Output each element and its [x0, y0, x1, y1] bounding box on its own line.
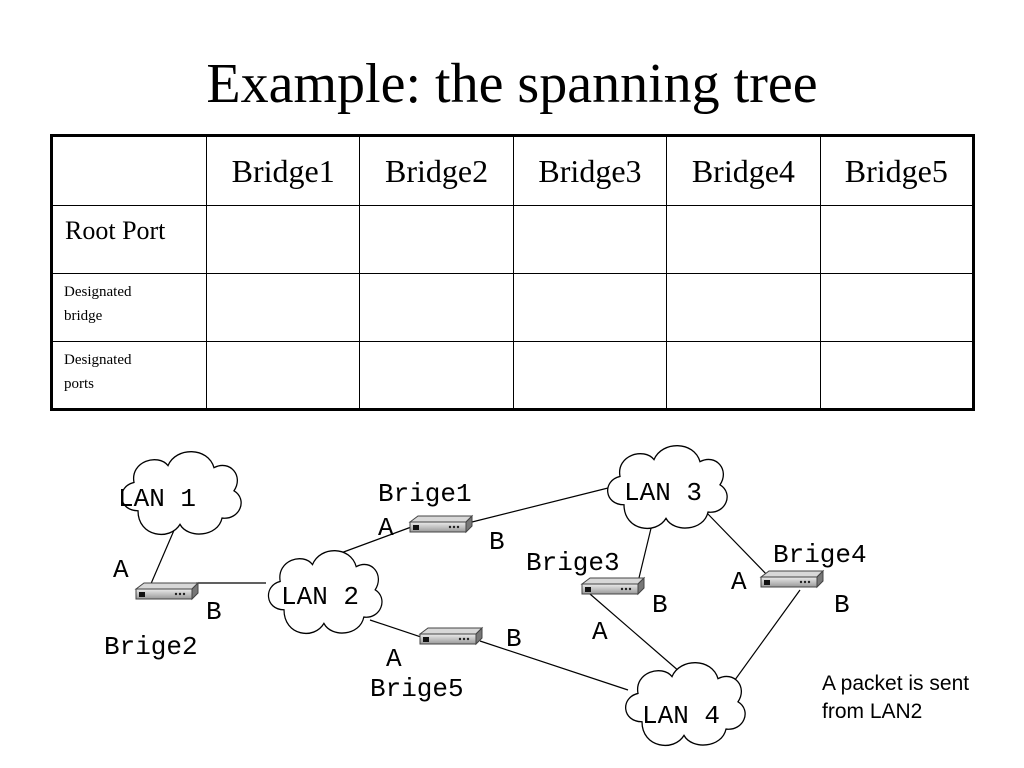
port-label-brige3-a: A [592, 617, 608, 647]
link-lan3-brige4 [705, 511, 771, 579]
port-label-brige4-b: B [834, 590, 850, 620]
row-label-designated-bridge: Designated bridge [64, 284, 132, 324]
table-cell [666, 205, 821, 274]
table-cell [666, 273, 821, 342]
port-label-brige3-b: B [652, 590, 668, 620]
table-row-designated-ports: Designated ports [51, 341, 975, 410]
table-cell [819, 205, 975, 274]
bridge-label-brige5: Brige5 [370, 674, 464, 704]
bridge-device-brige4 [760, 570, 824, 588]
lan-label-lan3: LAN 3 [624, 478, 702, 508]
lan-label-lan1: LAN 1 [118, 484, 196, 514]
bridge-device-brige3 [581, 577, 645, 595]
link-brige3-lan4 [589, 593, 681, 673]
table-cell [819, 273, 975, 342]
port-label-brige2-a: A [113, 555, 129, 585]
table-cell [205, 341, 361, 410]
spanning-tree-table: Bridge1 Bridge2 Bridge3 Bridge4 Bridge5 … [50, 134, 975, 411]
bridge-device-brige1 [409, 515, 473, 533]
row-label-cell: Designated bridge [51, 273, 207, 342]
bridge-label-brige2: Brige2 [104, 632, 198, 662]
row-label-cell: Root Port [51, 205, 207, 274]
table-cell [512, 341, 668, 410]
table-row-root-port: Root Port [51, 205, 975, 274]
bridge-device-brige2 [135, 582, 199, 600]
link-brige5-lan4 [479, 640, 629, 691]
link-lan2-brige1 [329, 525, 415, 558]
slide-title: Example: the spanning tree [206, 53, 818, 115]
table-row-designated-bridge: Designated bridge [51, 273, 975, 342]
table-header-bridge3: Bridge3 [512, 135, 668, 206]
bridge-device-brige5 [419, 627, 483, 645]
lan-label-lan2: LAN 2 [281, 582, 359, 612]
table-header-bridge2: Bridge2 [359, 135, 514, 206]
row-label-root-port: Root Port [65, 216, 166, 245]
port-label-brige1-b: B [489, 527, 505, 557]
packet-note: A packet is sent from LAN2 [822, 672, 970, 723]
lan-label-lan4: LAN 4 [642, 701, 720, 731]
row-label-designated-ports: Designated ports [64, 352, 132, 392]
port-label-brige5-b: B [506, 624, 522, 654]
table-cell [359, 341, 514, 410]
port-label-brige1-a: A [378, 513, 394, 543]
table-cell [359, 205, 514, 274]
port-label-brige4-a: A [731, 567, 747, 597]
table-header-bridge1: Bridge1 [205, 135, 361, 206]
link-lan2-brige5 [369, 619, 425, 639]
table-cell [205, 273, 361, 342]
link-brige1-lan3 [471, 486, 613, 523]
bridge-label-brige3: Brige3 [526, 548, 620, 578]
table-cell [512, 273, 668, 342]
table-cell [666, 341, 821, 410]
bridge-label-brige4: Brige4 [773, 540, 867, 570]
row-label-cell: Designated ports [51, 341, 207, 410]
table-cell [512, 205, 668, 274]
port-label-brige5-a: A [386, 644, 402, 674]
network-links [149, 486, 801, 691]
table-cell [359, 273, 514, 342]
table-header-bridge4: Bridge4 [666, 135, 821, 206]
table-cell [819, 341, 975, 410]
port-label-brige2-b: B [206, 597, 222, 627]
table-header-row: Bridge1 Bridge2 Bridge3 Bridge4 Bridge5 [51, 135, 975, 206]
link-brige4-lan4 [731, 589, 801, 685]
bridge-label-brige1: Brige1 [378, 479, 472, 509]
